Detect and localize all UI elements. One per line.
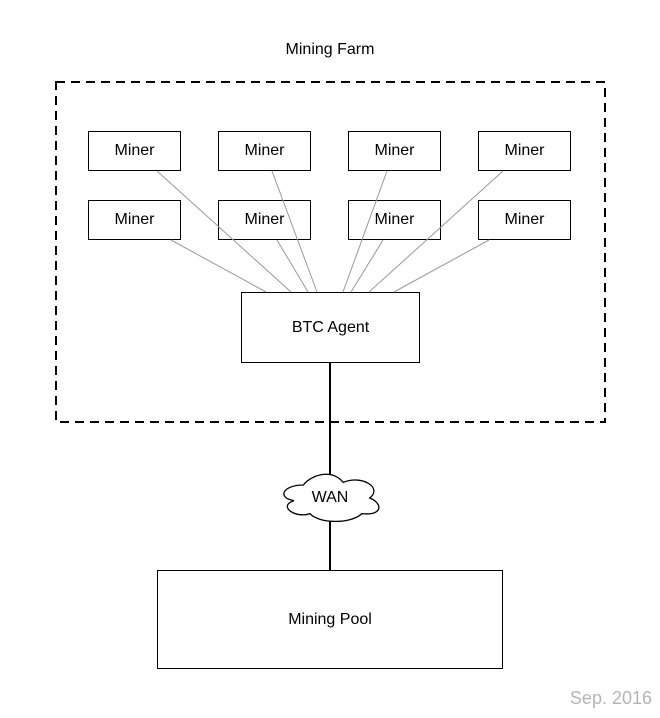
miner-label: Miner	[504, 211, 545, 228]
miner-node-4: Miner	[478, 131, 571, 171]
miner-node-6: Miner	[218, 200, 311, 240]
miner-node-7: Miner	[348, 200, 441, 240]
miner-label: Miner	[114, 211, 155, 228]
mining-pool-label: Mining Pool	[288, 610, 372, 628]
edge-miner8-agent	[393, 239, 490, 293]
miner-label: Miner	[374, 211, 415, 228]
wan-label: WAN	[311, 489, 349, 506]
miner-label: Miner	[244, 142, 285, 159]
footer-date: Sep. 2016	[569, 688, 652, 708]
miner-label: Miner	[114, 142, 155, 159]
miner-node-8: Miner	[478, 200, 571, 240]
miner-node-1: Miner	[88, 131, 181, 171]
miner-label: Miner	[374, 142, 415, 159]
edge-miner5-agent	[170, 239, 267, 293]
miner-label: Miner	[504, 142, 545, 159]
miner-node-2: Miner	[218, 131, 311, 171]
miner-node-3: Miner	[348, 131, 441, 171]
edge-miner6-agent	[276, 239, 309, 293]
edge-miner7-agent	[350, 239, 384, 293]
mining-pool-node: Mining Pool	[157, 570, 503, 669]
btc-agent-node: BTC Agent	[241, 292, 420, 363]
miner-label: Miner	[244, 211, 285, 228]
btc-agent-label: BTC Agent	[291, 318, 370, 336]
miner-node-5: Miner	[88, 200, 181, 240]
diagram-title: Mining Farm	[285, 41, 375, 58]
